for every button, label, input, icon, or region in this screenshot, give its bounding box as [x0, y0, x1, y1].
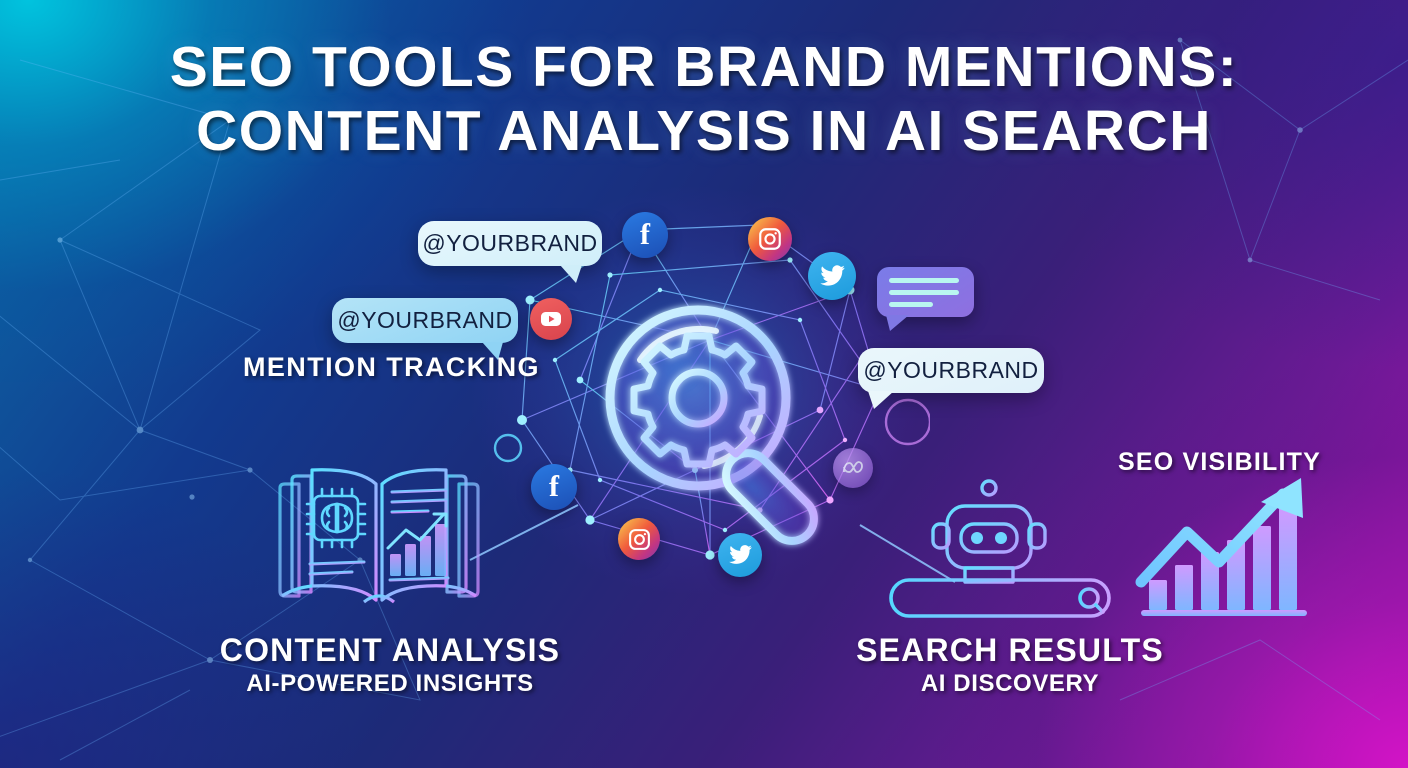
twitter-icon — [718, 533, 762, 577]
mention-bubble-2: @YOURBRAND — [332, 298, 518, 360]
title-line-2: CONTENT ANALYSIS IN AI SEARCH — [196, 99, 1212, 164]
search-results-robot-icon — [889, 479, 1111, 618]
title-line-1: SEO TOOLS FOR BRAND MENTIONS: — [169, 35, 1239, 99]
page-title: SEO TOOLS FOR BRAND MENTIONS: CONTENT AN… — [0, 38, 1408, 160]
youtube-icon — [530, 298, 572, 340]
chat-line-2 — [889, 290, 959, 295]
seo-visibility-bar-chart — [1135, 478, 1307, 616]
chat-line-1 — [889, 278, 959, 283]
section-subtitle-search-results: AI DISCOVERY — [920, 670, 1100, 697]
twitter-icon — [808, 252, 856, 300]
chat-line-3 — [889, 302, 933, 307]
section-title-search-results: SEARCH RESULTS — [856, 632, 1164, 668]
magnifier-gear-icon — [605, 305, 818, 545]
mention-bubble-1: @YOURBRAND — [418, 221, 602, 283]
section-subtitle-content-analysis: AI-POWERED INSIGHTS — [246, 670, 534, 697]
facebook-icon: f — [622, 212, 668, 258]
chat-bubble-icon — [877, 267, 974, 331]
content-analysis-book-icon — [278, 468, 480, 604]
chart-trend-arrow — [1135, 478, 1303, 588]
chart-bars — [1149, 508, 1297, 610]
section-title-content-analysis: CONTENT ANALYSIS — [219, 632, 561, 668]
mention-tracking-label: MENTION TRACKING — [243, 352, 540, 382]
facebook-icon: f — [531, 464, 577, 510]
instagram-icon — [618, 518, 660, 560]
mention-bubble-3: @YOURBRAND — [858, 348, 1044, 409]
meta-icon — [833, 448, 873, 488]
instagram-icon — [748, 217, 792, 261]
seo-visibility-label: SEO VISIBILITY — [1118, 448, 1321, 476]
